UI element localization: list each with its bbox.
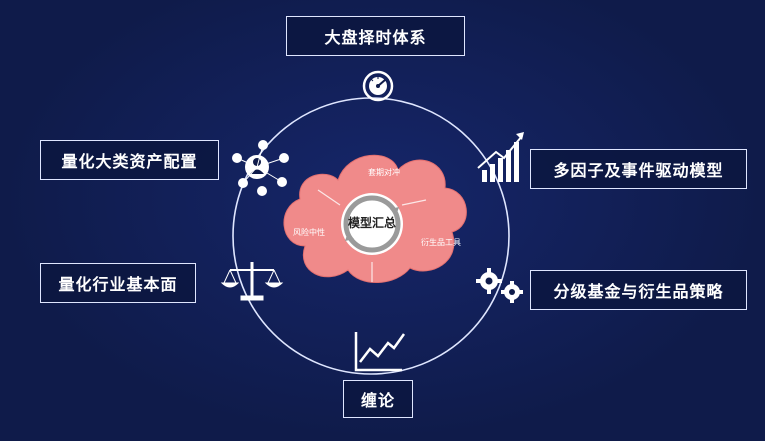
line-chart-icon: [354, 332, 406, 372]
derivatives-tools-label: 衍生品工具: [421, 238, 461, 247]
user-network-icon: [232, 140, 289, 196]
market-timing-system-box: 大盘择时体系: [286, 16, 465, 56]
hedging-label: 套期对冲: [368, 168, 400, 177]
growth-bar-chart-icon: [477, 132, 524, 182]
center-cycle: [341, 193, 403, 255]
multi-factor-model-box: 多因子及事件驱动模型: [530, 149, 747, 189]
chan-theory-box: 缠论: [343, 380, 413, 418]
risk-neutral-label: 风险中性: [293, 228, 325, 237]
industry-fundamentals-box: 量化行业基本面: [40, 263, 196, 303]
scales-icon: [220, 262, 284, 301]
graded-fund-strategy-box: 分级基金与衍生品策略: [530, 270, 747, 310]
asset-allocation-box: 量化大类资产配置: [40, 140, 219, 180]
gears-icon: [476, 268, 523, 303]
model-summary-label: 模型汇总: [348, 216, 397, 230]
speedometer-icon: [362, 70, 394, 102]
